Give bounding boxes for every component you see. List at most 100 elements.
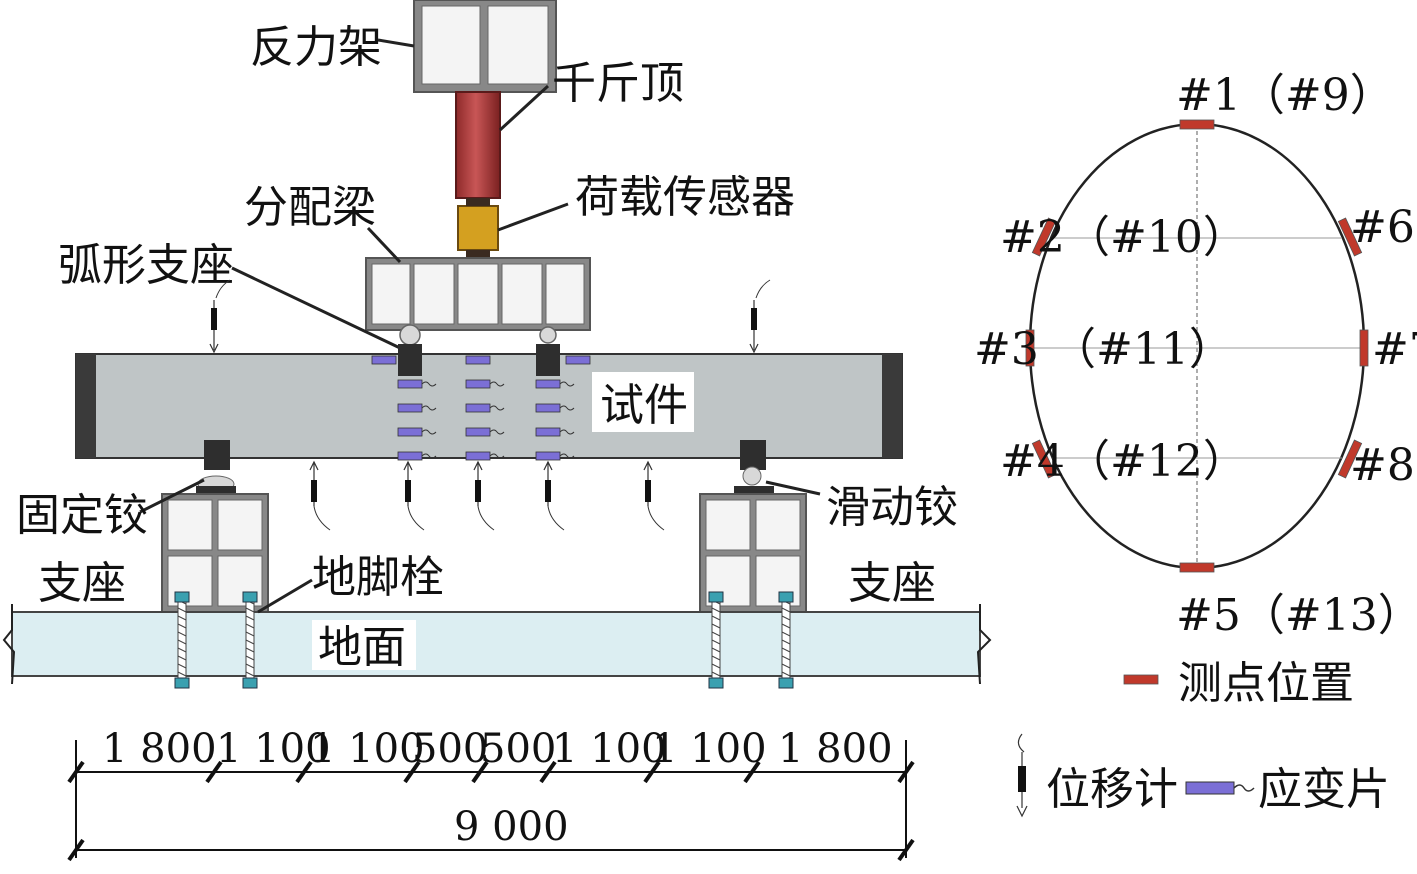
arc-support-block-right (536, 344, 560, 376)
bolt-nut-bottom (708, 677, 724, 689)
bolt-thread (177, 655, 187, 661)
meter-arrow (643, 460, 653, 471)
legend-strain-gauge-icon (1185, 781, 1255, 795)
bolt-thread (177, 631, 187, 637)
bolt-thread (781, 671, 791, 677)
arc-support-block-left (398, 344, 422, 376)
bolt-thread (177, 671, 187, 677)
meter-arrow (403, 460, 413, 471)
meter-arrow (309, 460, 319, 471)
dim-seg-6: 1 100 (552, 726, 667, 772)
dim-tick (897, 838, 915, 862)
fixed-hinge-label-line1: 固定铰 (16, 490, 148, 541)
legend-displacement-meter-icon (1016, 733, 1028, 818)
measure-point-7 (1359, 329, 1369, 367)
distribution-beam-leader (366, 226, 402, 264)
dim-tick (403, 760, 421, 784)
point-4-label: #4 (1000, 436, 1065, 487)
meter-arrow (749, 343, 759, 354)
legend-strain-gauge-label: 应变片 (1258, 764, 1390, 815)
fixed-hinge-label-line2: 支座 (38, 558, 126, 609)
bolt-thread (711, 639, 721, 645)
meter-arrow (209, 343, 219, 354)
strain-gauge (535, 403, 561, 413)
fixed-support-block (204, 440, 230, 470)
dim-tick (743, 760, 761, 784)
bolt-thread (711, 615, 721, 621)
strain-gauge (535, 427, 561, 437)
reaction-frame-leader (377, 38, 415, 48)
meter-arrow (543, 460, 553, 471)
dim-tick (67, 838, 85, 862)
bolt-thread (245, 631, 255, 637)
sliding-hinge-label-line1: 滑动铰 (826, 482, 958, 533)
displacement-meters (209, 279, 771, 531)
arc-support-label: 弧形支座 (58, 240, 234, 291)
measure-point-1 (1179, 119, 1215, 130)
strain-gauge-wire (489, 381, 505, 387)
reaction-frame-label: 反力架 (250, 22, 382, 73)
dim-tick (897, 760, 915, 784)
bolt-thread (245, 623, 255, 629)
meter-arrow (473, 460, 483, 471)
displacement-meter (311, 480, 317, 502)
bolt-nut-top (778, 591, 794, 603)
strain-gauge (371, 355, 397, 365)
dim-seg-7: 1 100 (652, 726, 767, 772)
bolt-thread (177, 663, 187, 669)
strain-gauge (397, 403, 423, 413)
measure-point-6 (1337, 217, 1363, 257)
strain-gauge-wire (489, 405, 505, 411)
meter-wire (755, 279, 771, 299)
roller-right (539, 326, 557, 344)
point-6-label: #6 (1350, 202, 1415, 253)
measure-point-4 (1031, 439, 1057, 479)
dim-tick (295, 760, 313, 784)
displacement-meter (211, 308, 217, 330)
dim-tick (205, 760, 223, 784)
break-line-right (976, 604, 992, 685)
dim-seg-4: 500 (412, 726, 488, 772)
dim-tick (643, 760, 661, 784)
load-cell (457, 205, 499, 251)
bolt-thread (781, 639, 791, 645)
measure-point-8 (1337, 439, 1363, 479)
point-7-label: #7 (1372, 324, 1417, 375)
strain-gauge (465, 427, 491, 437)
measure-point-3 (1025, 329, 1035, 367)
bolt-thread (781, 607, 791, 613)
displacement-meter (405, 480, 411, 502)
strain-gauge (565, 355, 591, 365)
dim-seg-1: 1 800 (102, 726, 217, 772)
strain-gauge-wire (489, 453, 505, 459)
dimension-lines (67, 740, 915, 862)
strain-gauge-wire (421, 405, 437, 411)
displacement-meter (545, 480, 551, 502)
bolt-thread (781, 615, 791, 621)
dim-tick (539, 760, 557, 784)
cross-section (1025, 119, 1369, 573)
bolt-thread (711, 671, 721, 677)
dim-tick (67, 760, 85, 784)
measure-point-2 (1031, 217, 1057, 257)
point-10-label: （#10） (1066, 212, 1247, 263)
meter-wire (647, 505, 665, 531)
bolt-thread (781, 631, 791, 637)
strain-gauge (465, 355, 491, 365)
jack-label: 千斤顶 (552, 58, 684, 109)
bolt-thread (245, 655, 255, 661)
displacement-meter (751, 308, 757, 330)
bolt-thread (781, 647, 791, 653)
bolt-thread (245, 615, 255, 621)
point-11-label: （#11） (1052, 324, 1233, 375)
sliding-support-block (740, 440, 766, 470)
bolt-nut-top (242, 591, 258, 603)
bolt-thread (245, 647, 255, 653)
strain-gauge (397, 427, 423, 437)
strain-gauge-wire (559, 381, 575, 387)
strain-gauge-wire (559, 453, 575, 459)
strain-gauge (535, 379, 561, 389)
sliding-hinge-leader (765, 480, 821, 496)
roller-left (399, 324, 421, 346)
break-line-left (2, 604, 16, 685)
